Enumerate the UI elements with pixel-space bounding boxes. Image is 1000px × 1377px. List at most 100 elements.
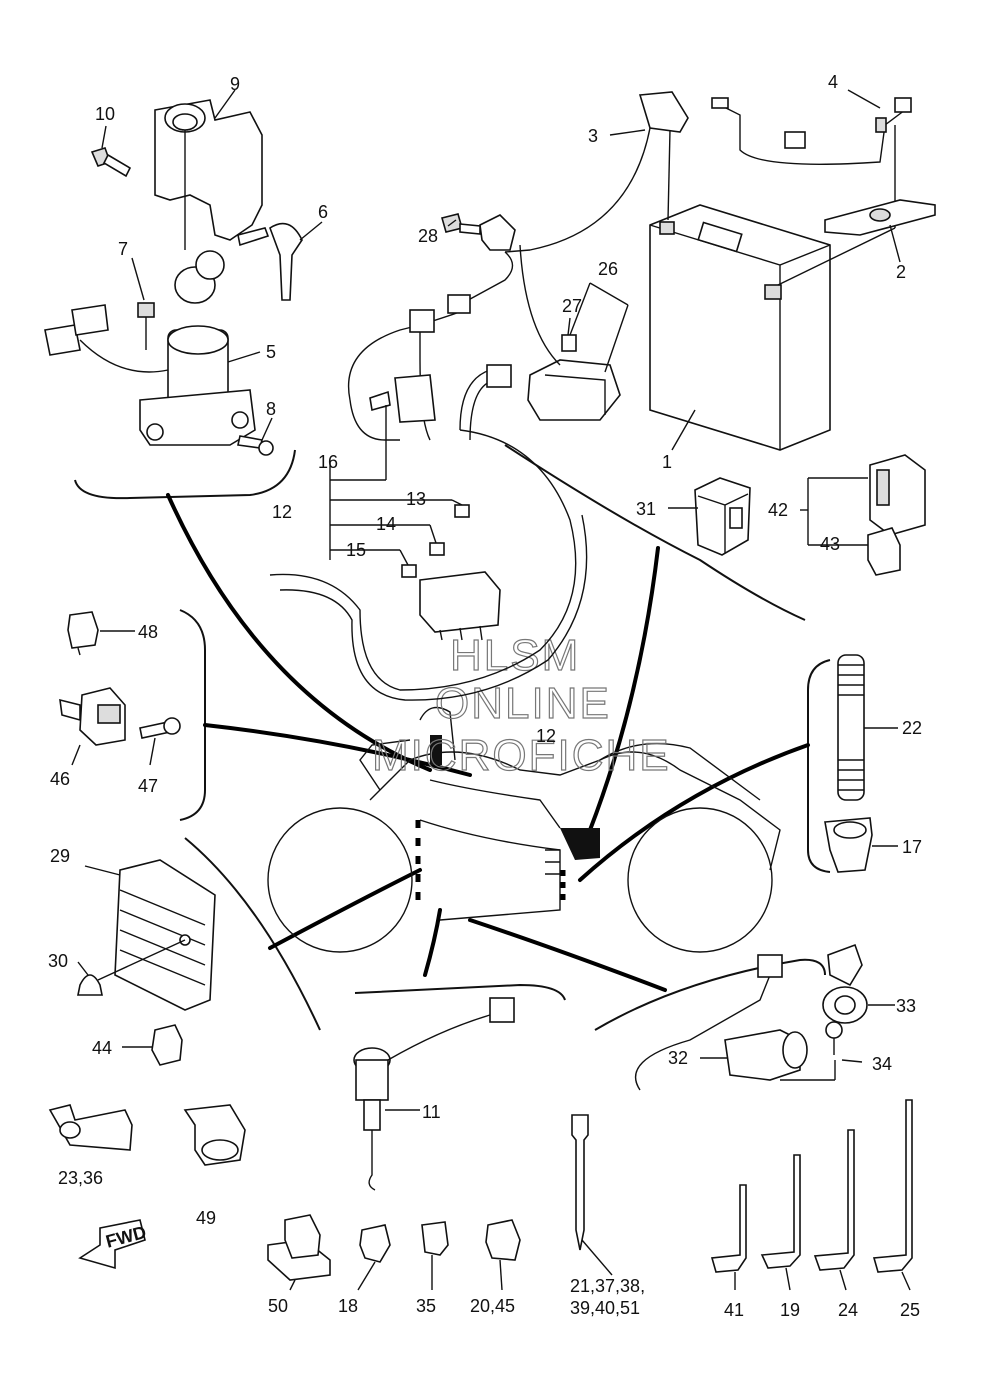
watermark-line3: MICROFICHE bbox=[372, 731, 671, 780]
callout-20-45: 20,45 bbox=[470, 1296, 515, 1316]
callout-18: 18 bbox=[338, 1296, 358, 1316]
callout-5: 5 bbox=[266, 342, 276, 362]
battery-strap-part bbox=[824, 199, 936, 236]
callout-3: 3 bbox=[588, 126, 598, 146]
watermark-line1: HLSM bbox=[450, 631, 580, 680]
leader-ignition bbox=[166, 493, 432, 772]
callout-25: 25 bbox=[900, 1300, 920, 1320]
clamp-part-18 bbox=[359, 1224, 391, 1263]
strap-part-41 bbox=[710, 1184, 747, 1273]
callout-21-line2: 39,40,51 bbox=[570, 1298, 640, 1318]
clamp-part-17 bbox=[824, 817, 873, 873]
clamp-part-48 bbox=[67, 611, 99, 656]
callout-17: 17 bbox=[902, 837, 922, 857]
group-outline-ignition bbox=[74, 449, 296, 500]
group-outline-right-parts bbox=[807, 659, 831, 873]
callout-11: 11 bbox=[422, 1102, 441, 1122]
callout-9: 9 bbox=[230, 74, 240, 94]
callout-43: 43 bbox=[820, 534, 840, 554]
watermark: HLSM ONLINE MICROFICHE bbox=[371, 630, 671, 780]
callout-8: 8 bbox=[266, 399, 276, 419]
clamp-part-44 bbox=[151, 1024, 183, 1066]
ignition-bracket-part bbox=[154, 99, 263, 241]
callout-15: 15 bbox=[346, 540, 366, 560]
stud-part-22 bbox=[837, 654, 865, 801]
sensor-part-46 bbox=[59, 687, 126, 746]
callout-49: 49 bbox=[196, 1208, 216, 1228]
callout-30: 30 bbox=[48, 951, 68, 971]
callout-46: 46 bbox=[50, 769, 70, 789]
callout-13: 13 bbox=[406, 489, 426, 509]
callout-26: 26 bbox=[598, 259, 618, 279]
clamp-part-20-45 bbox=[485, 1219, 521, 1261]
bolt-part bbox=[90, 147, 132, 178]
motorcycle-silhouette bbox=[267, 706, 781, 953]
group-outline-rectifier bbox=[184, 837, 321, 1031]
callout-27: 27 bbox=[562, 296, 582, 316]
callout-14: 14 bbox=[376, 514, 396, 534]
callout-24: 24 bbox=[838, 1300, 858, 1320]
strap-part-25 bbox=[872, 1099, 913, 1273]
callout-1: 1 bbox=[662, 452, 672, 472]
clamp-part-23-36 bbox=[48, 1104, 133, 1151]
clamp-part-35 bbox=[421, 1221, 449, 1256]
clamp-part-49 bbox=[183, 1104, 246, 1166]
callout-41: 41 bbox=[724, 1300, 744, 1320]
strap-part-19 bbox=[760, 1154, 801, 1269]
relay-part-42 bbox=[867, 454, 926, 576]
cap-part-33 bbox=[822, 943, 868, 1024]
callout-35: 35 bbox=[416, 1296, 436, 1316]
battery-part bbox=[649, 204, 831, 451]
callout-19: 19 bbox=[780, 1300, 800, 1320]
callout-28: 28 bbox=[418, 226, 438, 246]
callout-12-top: 12 bbox=[272, 502, 292, 522]
screw-part-47 bbox=[139, 717, 181, 739]
key-part bbox=[237, 222, 303, 301]
leader-sensor bbox=[423, 908, 442, 977]
leader-rectifier bbox=[268, 868, 422, 950]
negative-cable-part bbox=[711, 97, 912, 165]
switch-part-11 bbox=[353, 997, 515, 1191]
screw-part-34 bbox=[825, 1021, 843, 1055]
group-outline-sensor bbox=[354, 983, 566, 1001]
leader-switch bbox=[468, 918, 667, 992]
callout-42: 42 bbox=[768, 500, 788, 520]
group-outline-harness bbox=[504, 444, 806, 621]
callout-10: 10 bbox=[95, 104, 115, 124]
starter-relay-part bbox=[441, 213, 621, 421]
callout-29: 29 bbox=[50, 846, 70, 866]
screw-part-7 bbox=[137, 302, 155, 350]
callout-23-36: 23,36 bbox=[58, 1168, 103, 1188]
callout-4: 4 bbox=[828, 72, 838, 92]
clamp-part-50 bbox=[267, 1214, 331, 1281]
ignition-switch-part bbox=[44, 250, 256, 446]
switch-part-32 bbox=[634, 954, 808, 1091]
callout-33: 33 bbox=[896, 996, 916, 1016]
leader-harness bbox=[588, 546, 660, 832]
callout-12-bike: 12 bbox=[536, 726, 556, 746]
callout-47: 47 bbox=[138, 776, 158, 796]
wire-harness-part bbox=[269, 251, 588, 701]
leader-left-parts bbox=[203, 723, 472, 777]
cable-tie-part-21 bbox=[571, 1114, 589, 1251]
callout-32: 32 bbox=[668, 1048, 688, 1068]
strap-part-24 bbox=[813, 1129, 855, 1271]
relay-part-31 bbox=[694, 477, 751, 556]
callout-31: 31 bbox=[636, 499, 656, 519]
callout-16: 16 bbox=[318, 452, 338, 472]
battery-cable-part bbox=[504, 91, 689, 253]
fwd-arrow-icon: FWD bbox=[78, 1219, 148, 1270]
callout-44: 44 bbox=[92, 1038, 112, 1058]
group-outline-left-parts bbox=[179, 609, 206, 821]
callout-34: 34 bbox=[872, 1054, 892, 1074]
watermark-line2: ONLINE bbox=[435, 679, 611, 728]
callout-50: 50 bbox=[268, 1296, 288, 1316]
rectifier-part bbox=[114, 859, 216, 1011]
callout-21-line1: 21,37,38, bbox=[570, 1276, 645, 1296]
callout-6: 6 bbox=[318, 202, 328, 222]
callout-22: 22 bbox=[902, 718, 922, 738]
leader-right-parts bbox=[578, 743, 810, 882]
group-outline-switch bbox=[594, 958, 826, 1031]
